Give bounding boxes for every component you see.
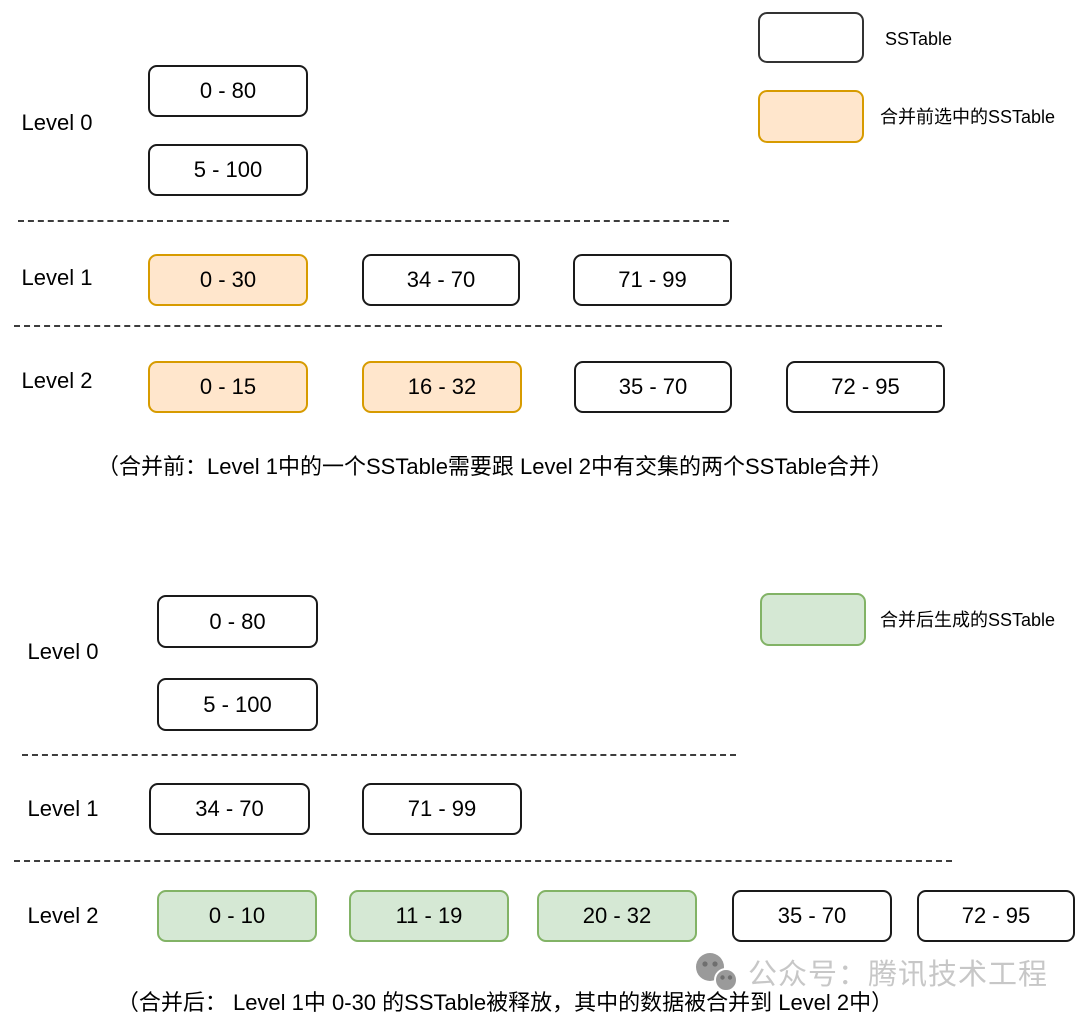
caption-before: （合并前：Level 1中的一个SSTable需要跟 Level 2中有交集的两… [97,454,893,479]
sstable-box: 72 - 95 [917,890,1075,942]
level-divider [18,220,729,222]
sstable-box-generated: 20 - 32 [537,890,697,942]
level-divider [22,754,736,756]
wechat-icon [696,953,738,992]
sstable-box-selected: 0 - 30 [148,254,308,306]
level-1-label-after: Level 1 [27,796,99,821]
sstable-box: 71 - 99 [362,783,522,835]
sstable-box-selected: 0 - 15 [148,361,308,413]
sstable-box: 5 - 100 [157,678,318,731]
level-0-label-before: Level 0 [21,110,93,135]
legend-sstable-label: SSTable [885,29,953,49]
sstable-box: 35 - 70 [732,890,892,942]
sstable-box-generated: 11 - 19 [349,890,509,942]
legend-generated-label: 合并后生成的SSTable [880,610,1056,630]
sstable-box: 5 - 100 [148,144,308,196]
sstable-box: 0 - 80 [148,65,308,117]
caption-after: （合并后： Level 1中 0-30 的SSTable被释放，其中的数据被合并… [116,990,894,1015]
legend-generated-box [760,593,866,646]
level-0-label-after: Level 0 [27,639,99,664]
sstable-box: 0 - 80 [157,595,318,648]
legend-sstable-box [758,12,864,63]
level-divider [14,325,942,327]
level-1-label-before: Level 1 [21,265,93,290]
level-divider [14,860,952,862]
watermark: 公众号：腾讯技术工程 [688,950,1048,994]
sstable-box-selected: 16 - 32 [362,361,522,413]
watermark-text: 公众号：腾讯技术工程 [748,959,1049,991]
legend-selected-box [758,90,864,143]
sstable-box: 72 - 95 [786,361,945,413]
sstable-box: 34 - 70 [362,254,520,306]
sstable-box: 71 - 99 [573,254,732,306]
sstable-box: 34 - 70 [149,783,310,835]
sstable-box-generated: 0 - 10 [157,890,317,942]
level-2-label-before: Level 2 [21,368,93,393]
sstable-box: 35 - 70 [574,361,732,413]
legend-selected-label: 合并前选中的SSTable [880,107,1056,127]
level-2-label-after: Level 2 [27,903,99,928]
